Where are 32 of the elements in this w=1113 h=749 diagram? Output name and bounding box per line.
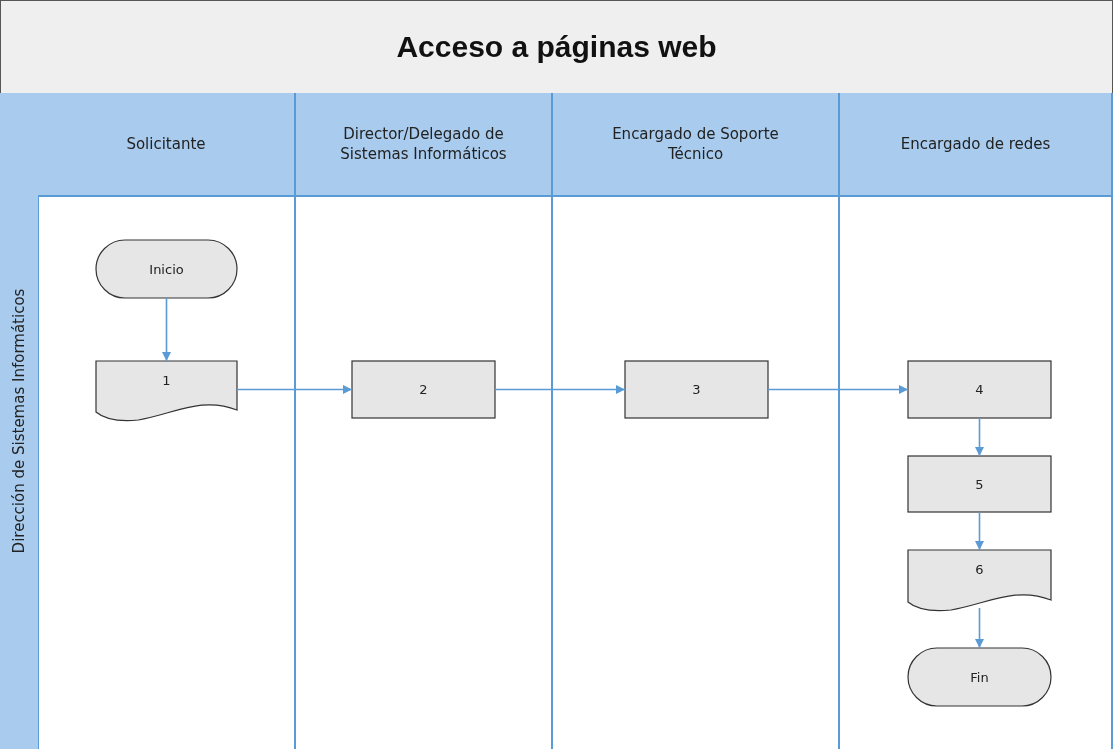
swimlane: [553, 93, 840, 749]
process-box: [625, 361, 768, 418]
pool-band: [0, 93, 39, 749]
process-box: [908, 361, 1051, 418]
step-label: Fin: [970, 669, 989, 685]
terminal-shape: [96, 240, 237, 298]
pool-label: Dirección de Sistemas Informáticos: [10, 288, 28, 554]
lane-header: Encargado de redes: [840, 93, 1111, 197]
swimlane: [840, 93, 1113, 749]
swimlane: [38, 93, 296, 749]
process-box: [352, 361, 495, 418]
diagram-title: Acceso a páginas web: [0, 0, 1113, 94]
step-label: 6: [975, 562, 984, 577]
arrow: [975, 511, 984, 551]
step-label: 5: [975, 476, 984, 492]
arrow: [162, 297, 171, 362]
arrow: [767, 385, 909, 394]
step-label: Inicio: [149, 261, 184, 277]
terminal-shape: [908, 648, 1051, 706]
process-box: [908, 456, 1051, 512]
arrow: [975, 607, 984, 649]
arrow: [494, 385, 626, 394]
step-label: 2: [419, 382, 428, 397]
lane-header: Solicitante: [38, 93, 294, 197]
step-label: 1: [162, 373, 171, 388]
lane-header: Director/Delegado de Sistemas Informáticos: [296, 93, 551, 197]
arrow: [236, 385, 353, 394]
lane-header: Encargado de Soporte Técnico: [553, 93, 838, 197]
swimlane: [296, 93, 553, 749]
arrow: [975, 417, 984, 457]
step-label: 4: [975, 382, 984, 397]
step-label: 3: [692, 382, 701, 397]
